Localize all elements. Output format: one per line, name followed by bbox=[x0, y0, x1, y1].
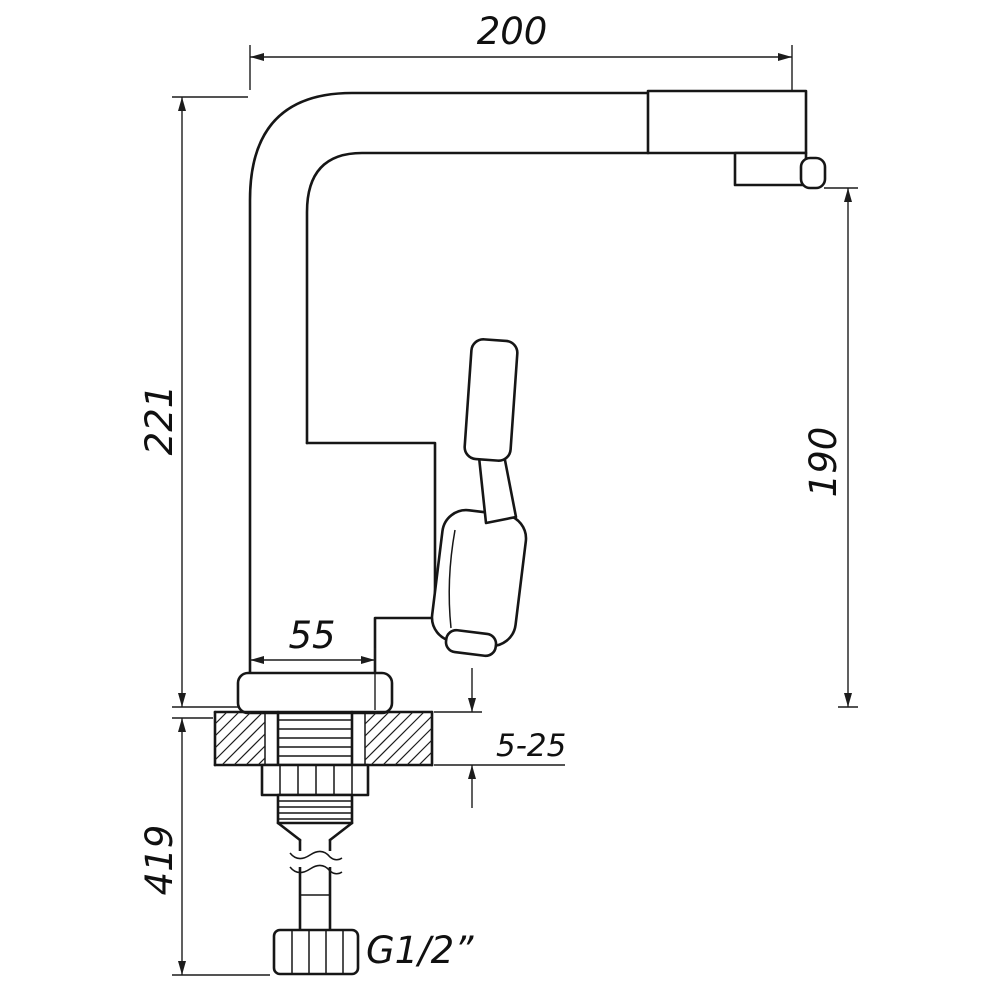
taper-right bbox=[328, 821, 354, 842]
dim-label-190: 190 bbox=[802, 427, 845, 498]
handle-stem bbox=[477, 453, 518, 525]
dimension-total-height: 221 bbox=[138, 96, 248, 708]
countertop bbox=[213, 710, 434, 767]
dimension-spout-height: 190 bbox=[802, 187, 858, 708]
dim-label-419: 419 bbox=[138, 825, 181, 896]
dim-label-55: 55 bbox=[288, 614, 335, 657]
mounting-nut-facets bbox=[279, 765, 353, 795]
spout-outer-contour bbox=[248, 91, 650, 675]
connection-nut bbox=[272, 928, 360, 976]
dim-label-5-25: 5-25 bbox=[496, 728, 566, 764]
thread-size-label: G1/2” bbox=[366, 929, 474, 972]
connection-nut-facets bbox=[291, 930, 344, 974]
dimension-spout-reach: 200 bbox=[249, 10, 793, 90]
spout-end-block bbox=[646, 89, 808, 155]
aerator-block bbox=[733, 151, 808, 187]
spout-inner-contour bbox=[305, 151, 650, 445]
dimension-deck-thickness: 5-25 bbox=[434, 668, 566, 808]
hose-break-wave-bottom bbox=[289, 864, 343, 875]
base-flange bbox=[236, 671, 394, 715]
shank-thread-lines bbox=[278, 719, 352, 757]
handle-housing-detail bbox=[448, 529, 456, 629]
handle-grip bbox=[463, 338, 519, 462]
faucet-outline bbox=[236, 89, 827, 715]
countertop-hatching-right bbox=[364, 711, 433, 766]
handle-housing-cap bbox=[444, 628, 498, 658]
lower-thread-lines bbox=[278, 800, 352, 820]
aerator-tip bbox=[799, 156, 827, 190]
hose-break-wave-top bbox=[289, 850, 343, 861]
taper-left bbox=[276, 821, 302, 842]
dim-label-200: 200 bbox=[477, 10, 548, 53]
dimension-base-width: 55 bbox=[250, 614, 376, 710]
handle-housing bbox=[430, 508, 528, 648]
under-counter-assembly bbox=[260, 710, 370, 976]
dimension-under-counter-length: 419 bbox=[138, 717, 270, 976]
dim-label-221: 221 bbox=[138, 385, 181, 456]
countertop-hatching-left bbox=[214, 711, 266, 766]
